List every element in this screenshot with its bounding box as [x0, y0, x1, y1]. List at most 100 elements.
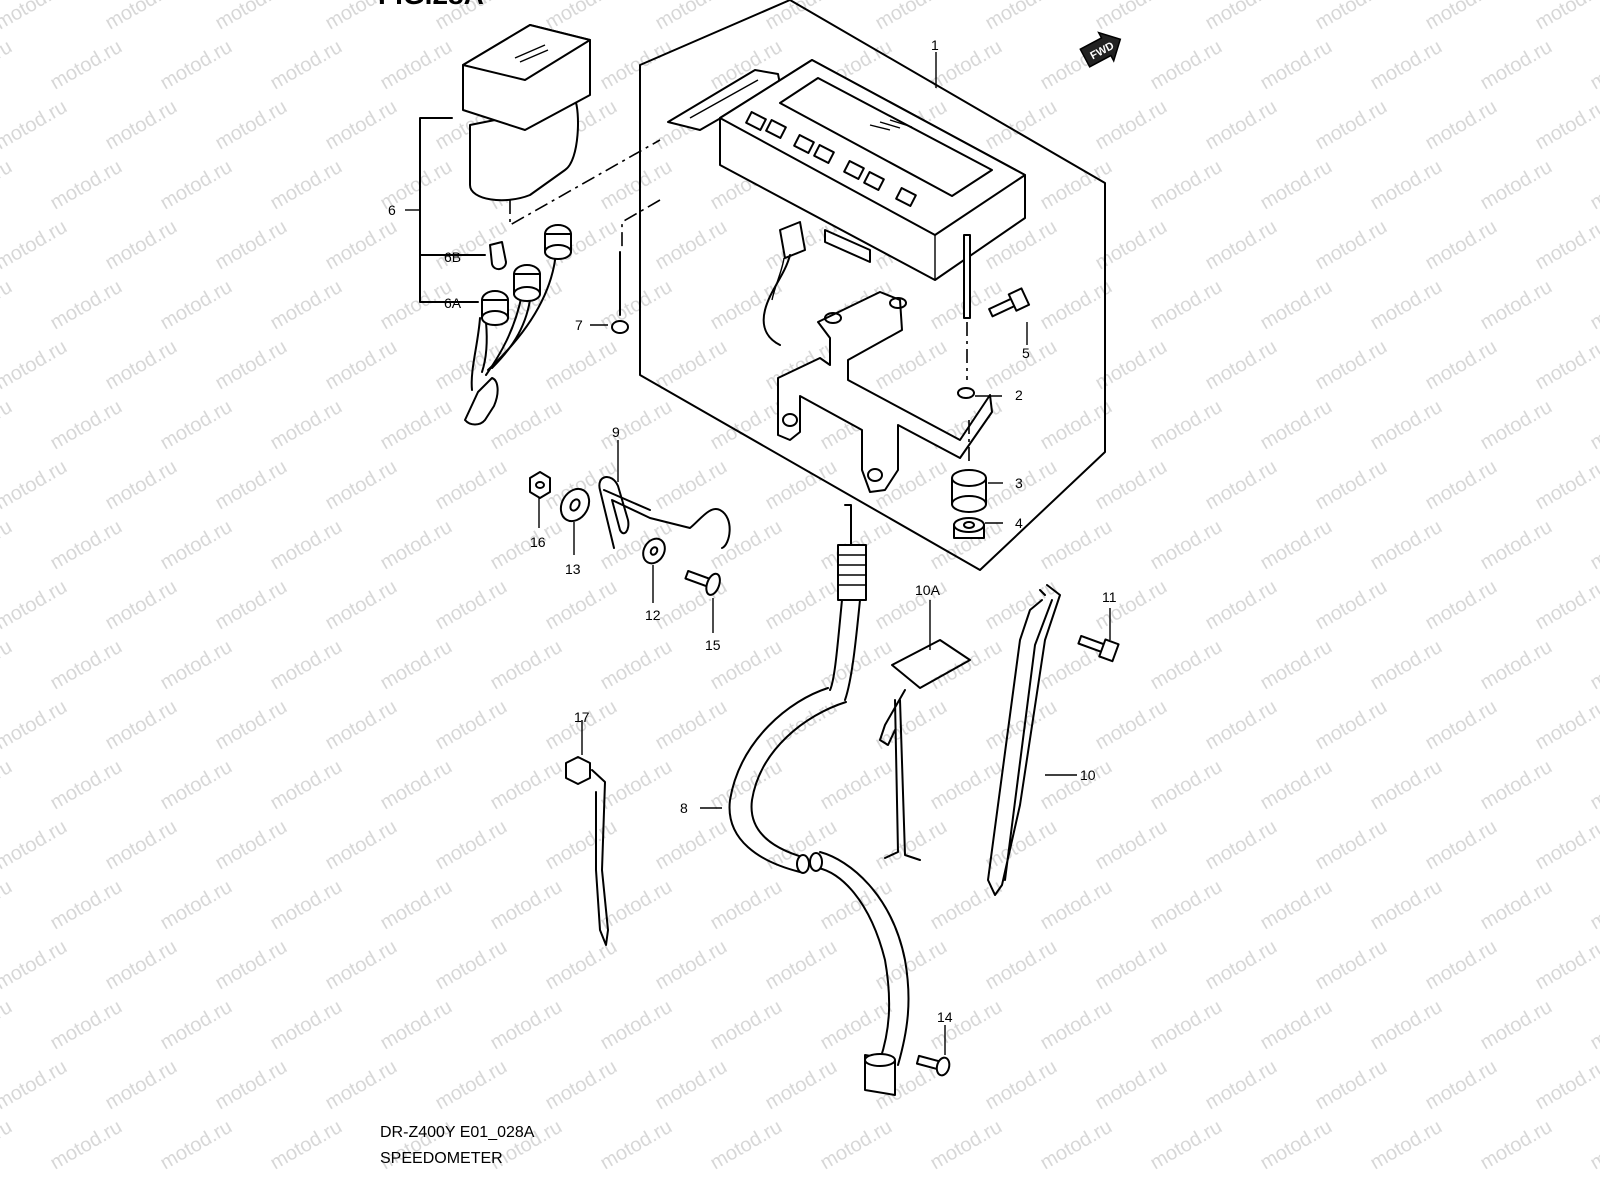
callout-5: 5 — [1022, 345, 1030, 361]
watermark-text: motod.ru — [1367, 396, 1446, 455]
watermark-text: motod.ru — [1587, 516, 1600, 575]
watermark-text: motod.ru — [817, 1116, 896, 1175]
watermark-text: motod.ru — [1532, 576, 1600, 635]
watermark-text: motod.ru — [1422, 456, 1501, 515]
watermark-text: motod.ru — [322, 816, 401, 875]
watermark-text: motod.ru — [212, 96, 291, 155]
bolt-part-5 — [988, 287, 1031, 318]
watermark-text: motod.ru — [102, 0, 181, 34]
watermark-text: motod.ru — [707, 516, 786, 575]
watermark-text: motod.ru — [1092, 0, 1171, 34]
watermark-text: motod.ru — [487, 516, 566, 575]
watermark-text: motod.ru — [1477, 756, 1556, 815]
watermark-text: motod.ru — [102, 696, 181, 755]
watermark-text: motod.ru — [652, 936, 731, 995]
watermark-text: motod.ru — [1037, 876, 1116, 935]
watermark-text: motod.ru — [212, 456, 291, 515]
watermark-text: motod.ru — [542, 336, 621, 395]
watermark-text: motod.ru — [1422, 336, 1501, 395]
watermark-text: motod.ru — [1587, 36, 1600, 95]
watermark-text: motod.ru — [377, 996, 456, 1055]
watermark-text: motod.ru — [597, 636, 676, 695]
callout-4: 4 — [1015, 515, 1023, 531]
watermark-text: motod.ru — [762, 1056, 841, 1115]
watermark-text: motod.ru — [0, 696, 71, 755]
watermark-text: motod.ru — [1477, 36, 1556, 95]
watermark-text: motod.ru — [707, 876, 786, 935]
watermark-text: motod.ru — [0, 996, 16, 1055]
watermark-text: motod.ru — [0, 0, 71, 34]
watermark-text: motod.ru — [982, 96, 1061, 155]
watermark-text: motod.ru — [652, 1056, 731, 1115]
watermark-text: motod.ru — [1092, 936, 1171, 995]
callout-6a: 6A — [444, 295, 462, 311]
watermark-text: motod.ru — [597, 156, 676, 215]
watermark-text: motod.ru — [652, 456, 731, 515]
watermark-text: motod.ru — [982, 1056, 1061, 1115]
watermark-text: motod.ru — [1202, 336, 1281, 395]
watermark-text: motod.ru — [1147, 516, 1226, 575]
watermark-text: motod.ru — [47, 36, 126, 95]
diagram-caption: SPEEDOMETER — [380, 1150, 503, 1167]
callout-15: 15 — [705, 637, 721, 653]
watermark-text: motod.ru — [432, 936, 511, 995]
bolt-part-11 — [1077, 634, 1120, 663]
watermark-text: motod.ru — [1312, 816, 1391, 875]
watermark-text: motod.ru — [1147, 1116, 1226, 1175]
watermark-text: motod.ru — [47, 636, 126, 695]
watermark-text: motod.ru — [267, 516, 346, 575]
watermark-text: motod.ru — [1312, 576, 1391, 635]
watermark-text: motod.ru — [212, 1056, 291, 1115]
watermark-text: motod.ru — [47, 996, 126, 1055]
nut-part-16 — [529, 471, 551, 499]
watermark-text: motod.ru — [542, 1056, 621, 1115]
watermark-text: motod.ru — [1147, 636, 1226, 695]
watermark-text: motod.ru — [102, 96, 181, 155]
watermark-text: motod.ru — [432, 576, 511, 635]
watermark-text: motod.ru — [1422, 576, 1501, 635]
watermark-text: motod.ru — [0, 576, 71, 635]
watermark-text: motod.ru — [1092, 576, 1171, 635]
watermark-text: motod.ru — [1257, 876, 1336, 935]
watermark-text: motod.ru — [1092, 816, 1171, 875]
watermark-text: motod.ru — [1477, 276, 1556, 335]
watermark-text: motod.ru — [982, 0, 1061, 34]
watermark-text: motod.ru — [1202, 1056, 1281, 1115]
watermark-text: motod.ru — [1257, 756, 1336, 815]
watermark-text: motod.ru — [597, 396, 676, 455]
watermark-text: motod.ru — [432, 456, 511, 515]
watermark-text: motod.ru — [762, 456, 841, 515]
watermark-text: motod.ru — [322, 216, 401, 275]
watermark-text: motod.ru — [0, 516, 16, 575]
watermark-text: motod.ru — [432, 696, 511, 755]
watermark-text: motod.ru — [0, 876, 16, 935]
watermark-text: motod.ru — [1477, 996, 1556, 1055]
watermark-text: motod.ru — [157, 516, 236, 575]
watermark-text: motod.ru — [1587, 996, 1600, 1055]
watermark-text: motod.ru — [707, 1116, 786, 1175]
watermark-text: motod.ru — [47, 396, 126, 455]
watermark-text: motod.ru — [47, 276, 126, 335]
watermark-text: motod.ru — [707, 756, 786, 815]
watermark-text: motod.ru — [542, 0, 621, 34]
watermark-text: motod.ru — [1422, 96, 1501, 155]
watermark-text: motod.ru — [322, 1056, 401, 1115]
watermark-text: motod.ru — [102, 456, 181, 515]
watermark-text: motod.ru — [267, 156, 346, 215]
watermark-text: motod.ru — [1367, 156, 1446, 215]
watermark-text: motod.ru — [817, 756, 896, 815]
watermark-text: motod.ru — [1532, 0, 1600, 34]
callout-13: 13 — [565, 561, 581, 577]
watermark-text: motod.ru — [157, 396, 236, 455]
watermark-text: motod.ru — [1422, 1056, 1501, 1115]
watermark-text: motod.ru — [762, 0, 841, 34]
collar-part-4 — [953, 517, 985, 539]
watermark-text: motod.ru — [762, 576, 841, 635]
wire-hook-part-9-inner — [603, 489, 651, 511]
bulb-part-6b — [489, 241, 507, 270]
watermark-text: motod.ru — [707, 996, 786, 1055]
watermark-text: motod.ru — [1257, 156, 1336, 215]
watermark-text: motod.ru — [597, 1116, 676, 1175]
callout-10a: 10A — [915, 582, 941, 598]
watermark-text: motod.ru — [597, 36, 676, 95]
